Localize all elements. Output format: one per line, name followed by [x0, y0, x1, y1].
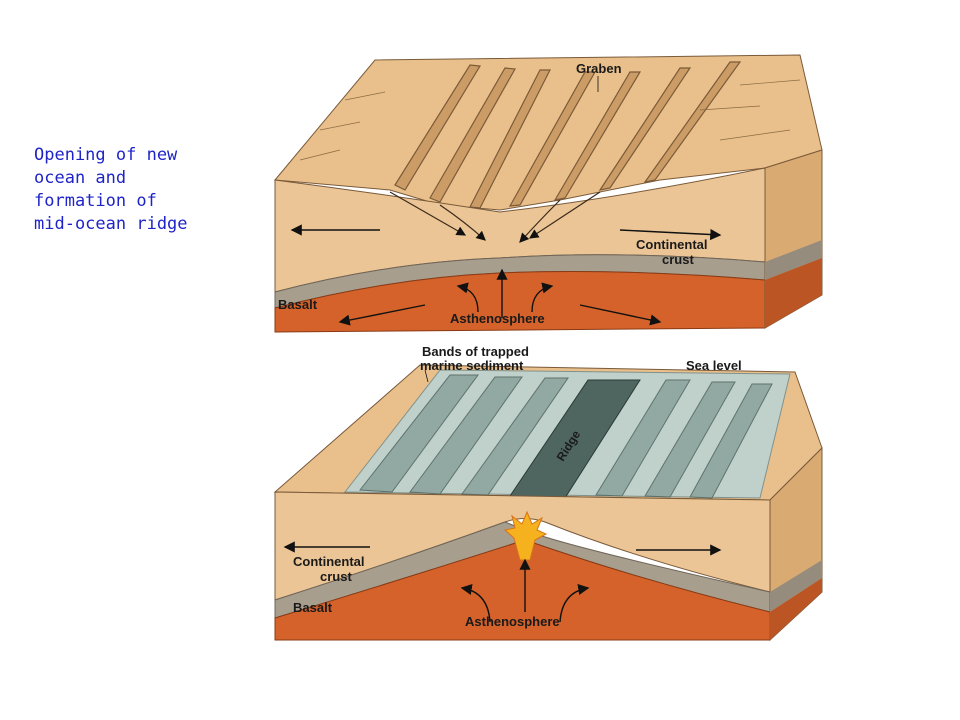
label-continental-crust-bottom-2: crust: [320, 569, 352, 584]
bottom-block: Ridge Bands of trapped marine sediment S…: [273, 344, 823, 642]
sediment-bands: [359, 374, 773, 499]
label-bands-1: Bands of trapped: [422, 344, 529, 359]
caption-line: formation of: [34, 191, 157, 211]
magma-eruption: [503, 510, 548, 561]
caption-line: Opening of new: [34, 145, 178, 165]
label-graben: Graben: [576, 61, 622, 76]
label-asthenosphere-bottom: Asthenosphere: [465, 614, 560, 629]
label-basalt-bottom: Basalt: [293, 600, 333, 615]
label-asthenosphere-top: Asthenosphere: [450, 311, 545, 326]
label-basalt-top: Basalt: [278, 297, 318, 312]
label-continental-crust-top: Continental: [636, 237, 708, 252]
caption-line: ocean and: [34, 168, 127, 188]
label-continental-crust-bottom: Continental: [293, 554, 365, 569]
caption-line: mid-ocean ridge: [34, 214, 188, 234]
top-block: Graben Continental crust Basalt Asthenos…: [274, 54, 823, 333]
top-asthenosphere: [274, 271, 766, 333]
label-bands-2: marine sediment: [420, 358, 524, 373]
graben-faults: [394, 61, 742, 209]
caption-text: Opening of new ocean and formation of mi…: [34, 144, 234, 236]
label-continental-crust-top-2: crust: [662, 252, 694, 267]
label-sea-level: Sea level: [686, 358, 742, 373]
surface-texture: [299, 79, 801, 161]
